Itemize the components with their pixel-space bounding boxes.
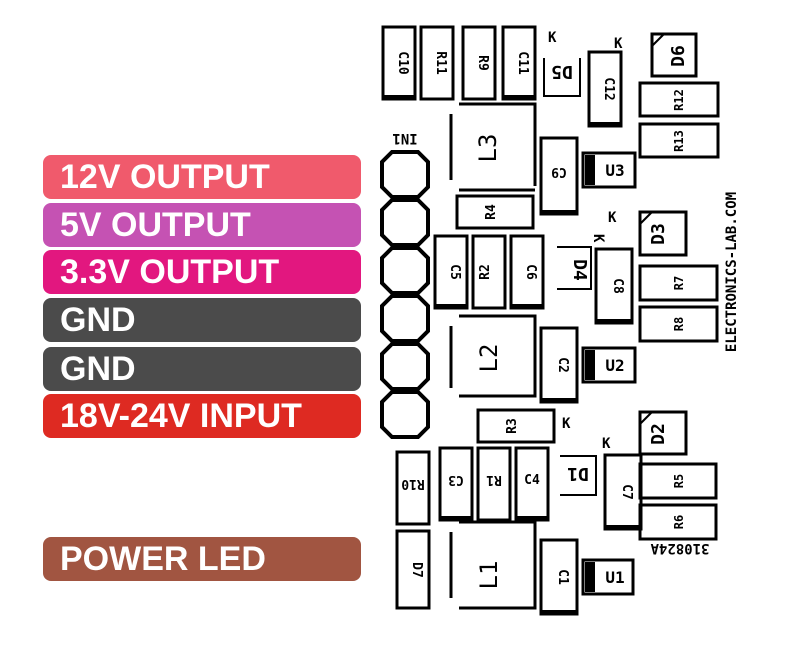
label-gnd-2: GND xyxy=(43,347,361,391)
d5-label: D5 xyxy=(551,61,573,82)
r4-label: R4 xyxy=(484,204,499,220)
r3-label: R3 xyxy=(505,418,520,434)
u3-label: U3 xyxy=(605,161,624,180)
c5-label: C5 xyxy=(447,264,462,280)
label-3v3-output: 3.3V OUTPUT xyxy=(43,250,361,294)
r4-outline xyxy=(455,194,535,230)
board-id-label: 310824A xyxy=(650,540,710,556)
in1-label: IN1 xyxy=(392,130,417,146)
r9-outline xyxy=(461,25,497,101)
c9-label: C9 xyxy=(551,164,567,179)
c12-label: C12 xyxy=(601,77,616,100)
d6-label: D6 xyxy=(668,45,689,67)
d3-outline xyxy=(638,210,688,257)
r9-label: R9 xyxy=(475,55,490,71)
u3-outline xyxy=(581,151,637,189)
in1-connector xyxy=(380,150,430,439)
k-mark-1: K xyxy=(548,30,557,46)
c1-label: C1 xyxy=(555,569,570,585)
c6-label: C6 xyxy=(523,264,538,280)
r12-label: R12 xyxy=(672,89,686,111)
r1-label: R1 xyxy=(486,472,502,487)
d7-outline xyxy=(395,529,431,610)
r11-outline xyxy=(419,25,455,101)
k-mark-2: K xyxy=(614,36,623,52)
r7-label: R7 xyxy=(672,276,686,290)
k-mark-5: K xyxy=(562,416,571,432)
l1-label: L1 xyxy=(475,561,503,590)
l2-label: L2 xyxy=(475,344,503,373)
r8-label: R8 xyxy=(672,317,686,331)
c2-label: C2 xyxy=(555,357,570,373)
r13-outline xyxy=(638,122,720,159)
website-label: ELECTRONICS-LAB.COM xyxy=(724,192,740,352)
r10-label: R10 xyxy=(401,476,425,491)
l3-outline xyxy=(459,102,537,186)
l3-label: L3 xyxy=(474,134,502,163)
r13-label: R13 xyxy=(672,130,686,152)
label-power-led: POWER LED xyxy=(43,537,361,581)
r2-outline xyxy=(471,234,507,310)
u1-outline xyxy=(581,558,635,596)
c4-label: C4 xyxy=(524,473,540,488)
c7-label: C7 xyxy=(619,484,634,500)
d7-label: D7 xyxy=(409,562,424,578)
label-input: 18V-24V INPUT xyxy=(43,394,361,438)
r7-outline xyxy=(638,264,719,302)
d3-label: D3 xyxy=(648,223,669,245)
u2-label: U2 xyxy=(605,356,624,375)
r12-outline xyxy=(638,81,720,118)
k-mark-6: K xyxy=(602,436,611,452)
l1-outline xyxy=(459,520,537,610)
k-mark-3: K xyxy=(608,210,617,226)
d2-label: D2 xyxy=(648,423,669,445)
c10-label: C10 xyxy=(395,51,410,75)
c8-label: C8 xyxy=(610,278,625,294)
label-gnd-1: GND xyxy=(43,298,361,342)
d4-label: D4 xyxy=(569,259,590,281)
r3-outline xyxy=(476,408,556,444)
r6-outline xyxy=(638,503,718,541)
d2-outline xyxy=(638,410,688,456)
d6-outline xyxy=(650,32,698,78)
r5-label: R5 xyxy=(672,474,686,488)
u2-outline xyxy=(581,346,637,384)
c3-label: C3 xyxy=(448,472,464,487)
r5-outline xyxy=(638,462,718,500)
u1-label: U1 xyxy=(605,568,624,587)
label-5v-output: 5V OUTPUT xyxy=(43,203,361,247)
r2-label: R2 xyxy=(478,264,493,280)
r6-label: R6 xyxy=(672,515,686,529)
r10-outline xyxy=(395,450,431,526)
k-mark-4: K xyxy=(590,234,606,243)
d1-label: D1 xyxy=(567,463,589,484)
l2-outline xyxy=(459,314,537,398)
label-12v-output: 12V OUTPUT xyxy=(43,155,361,199)
r1-outline xyxy=(476,446,512,522)
r8-outline xyxy=(638,305,719,343)
c11-label: C11 xyxy=(515,51,530,75)
r11-label: R11 xyxy=(433,51,448,75)
